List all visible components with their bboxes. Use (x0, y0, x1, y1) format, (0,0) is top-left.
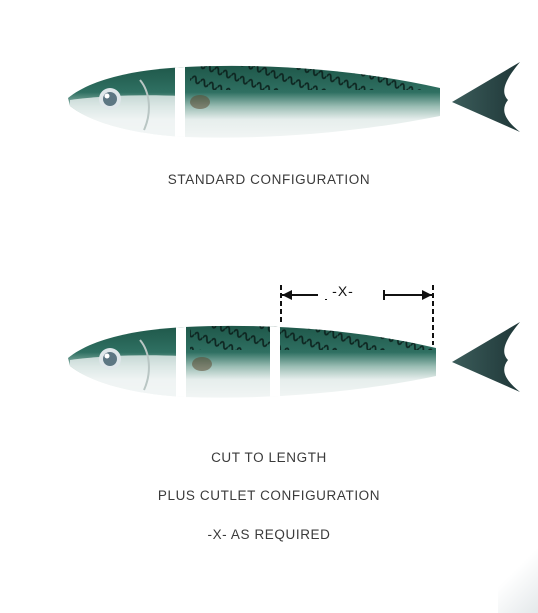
eye-glint (105, 94, 110, 99)
arrow-right-icon (422, 290, 432, 300)
fish-stripes (190, 320, 440, 350)
fish-cut-to-length (60, 285, 520, 405)
corner-shade (498, 543, 538, 613)
eye-glint (105, 354, 110, 359)
eye (103, 92, 117, 106)
cut-gap-head (175, 60, 185, 145)
caption-cut-to-length: CUT TO LENGTH (0, 450, 538, 465)
fish-head-shine (70, 355, 180, 397)
pectoral-fin (190, 95, 210, 109)
eye (103, 352, 117, 366)
caption-as-required: -X- AS REQUIRED (0, 527, 538, 542)
dimension-label: -X- (318, 283, 368, 299)
tail-piece (452, 322, 520, 392)
tail-piece (452, 62, 520, 132)
caption-standard: STANDARD CONFIGURATION (0, 172, 538, 187)
caption-cutlet-configuration: PLUS CUTLET CONFIGURATION (0, 488, 538, 503)
pectoral-fin (192, 357, 212, 371)
fish-head-shine (70, 95, 180, 137)
fish-stripes (190, 60, 440, 90)
arrow-left-icon (282, 290, 292, 300)
fish-standard (60, 60, 520, 145)
cut-gap-cutlet (270, 320, 280, 405)
cut-gap-head (176, 320, 186, 405)
